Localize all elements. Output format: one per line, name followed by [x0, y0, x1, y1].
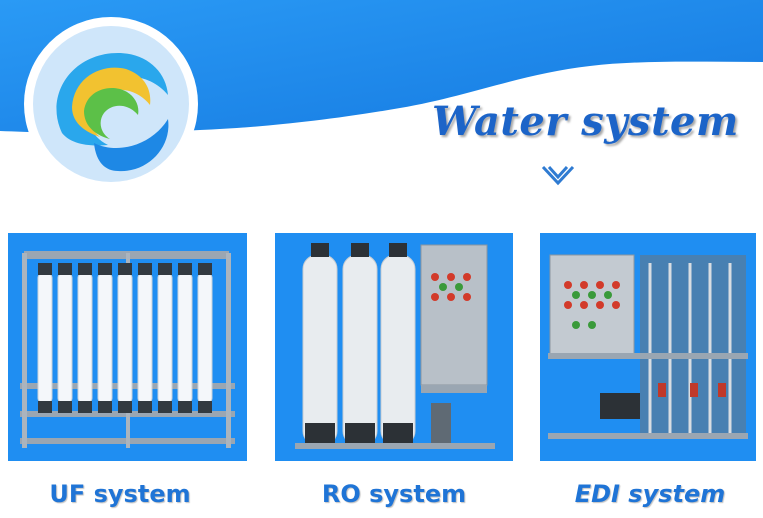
chevron-down-icon	[541, 163, 575, 191]
uf-system-label[interactable]: UF system	[49, 480, 191, 508]
edi-system-label[interactable]: EDI system	[574, 480, 726, 508]
uf-system-image[interactable]	[8, 233, 247, 461]
page-title: Water system	[432, 98, 739, 145]
edi-system-image[interactable]	[540, 233, 756, 461]
ro-system-image[interactable]	[275, 233, 513, 461]
wave-logo-icon	[22, 15, 200, 193]
ro-system-label[interactable]: RO system	[321, 480, 467, 508]
